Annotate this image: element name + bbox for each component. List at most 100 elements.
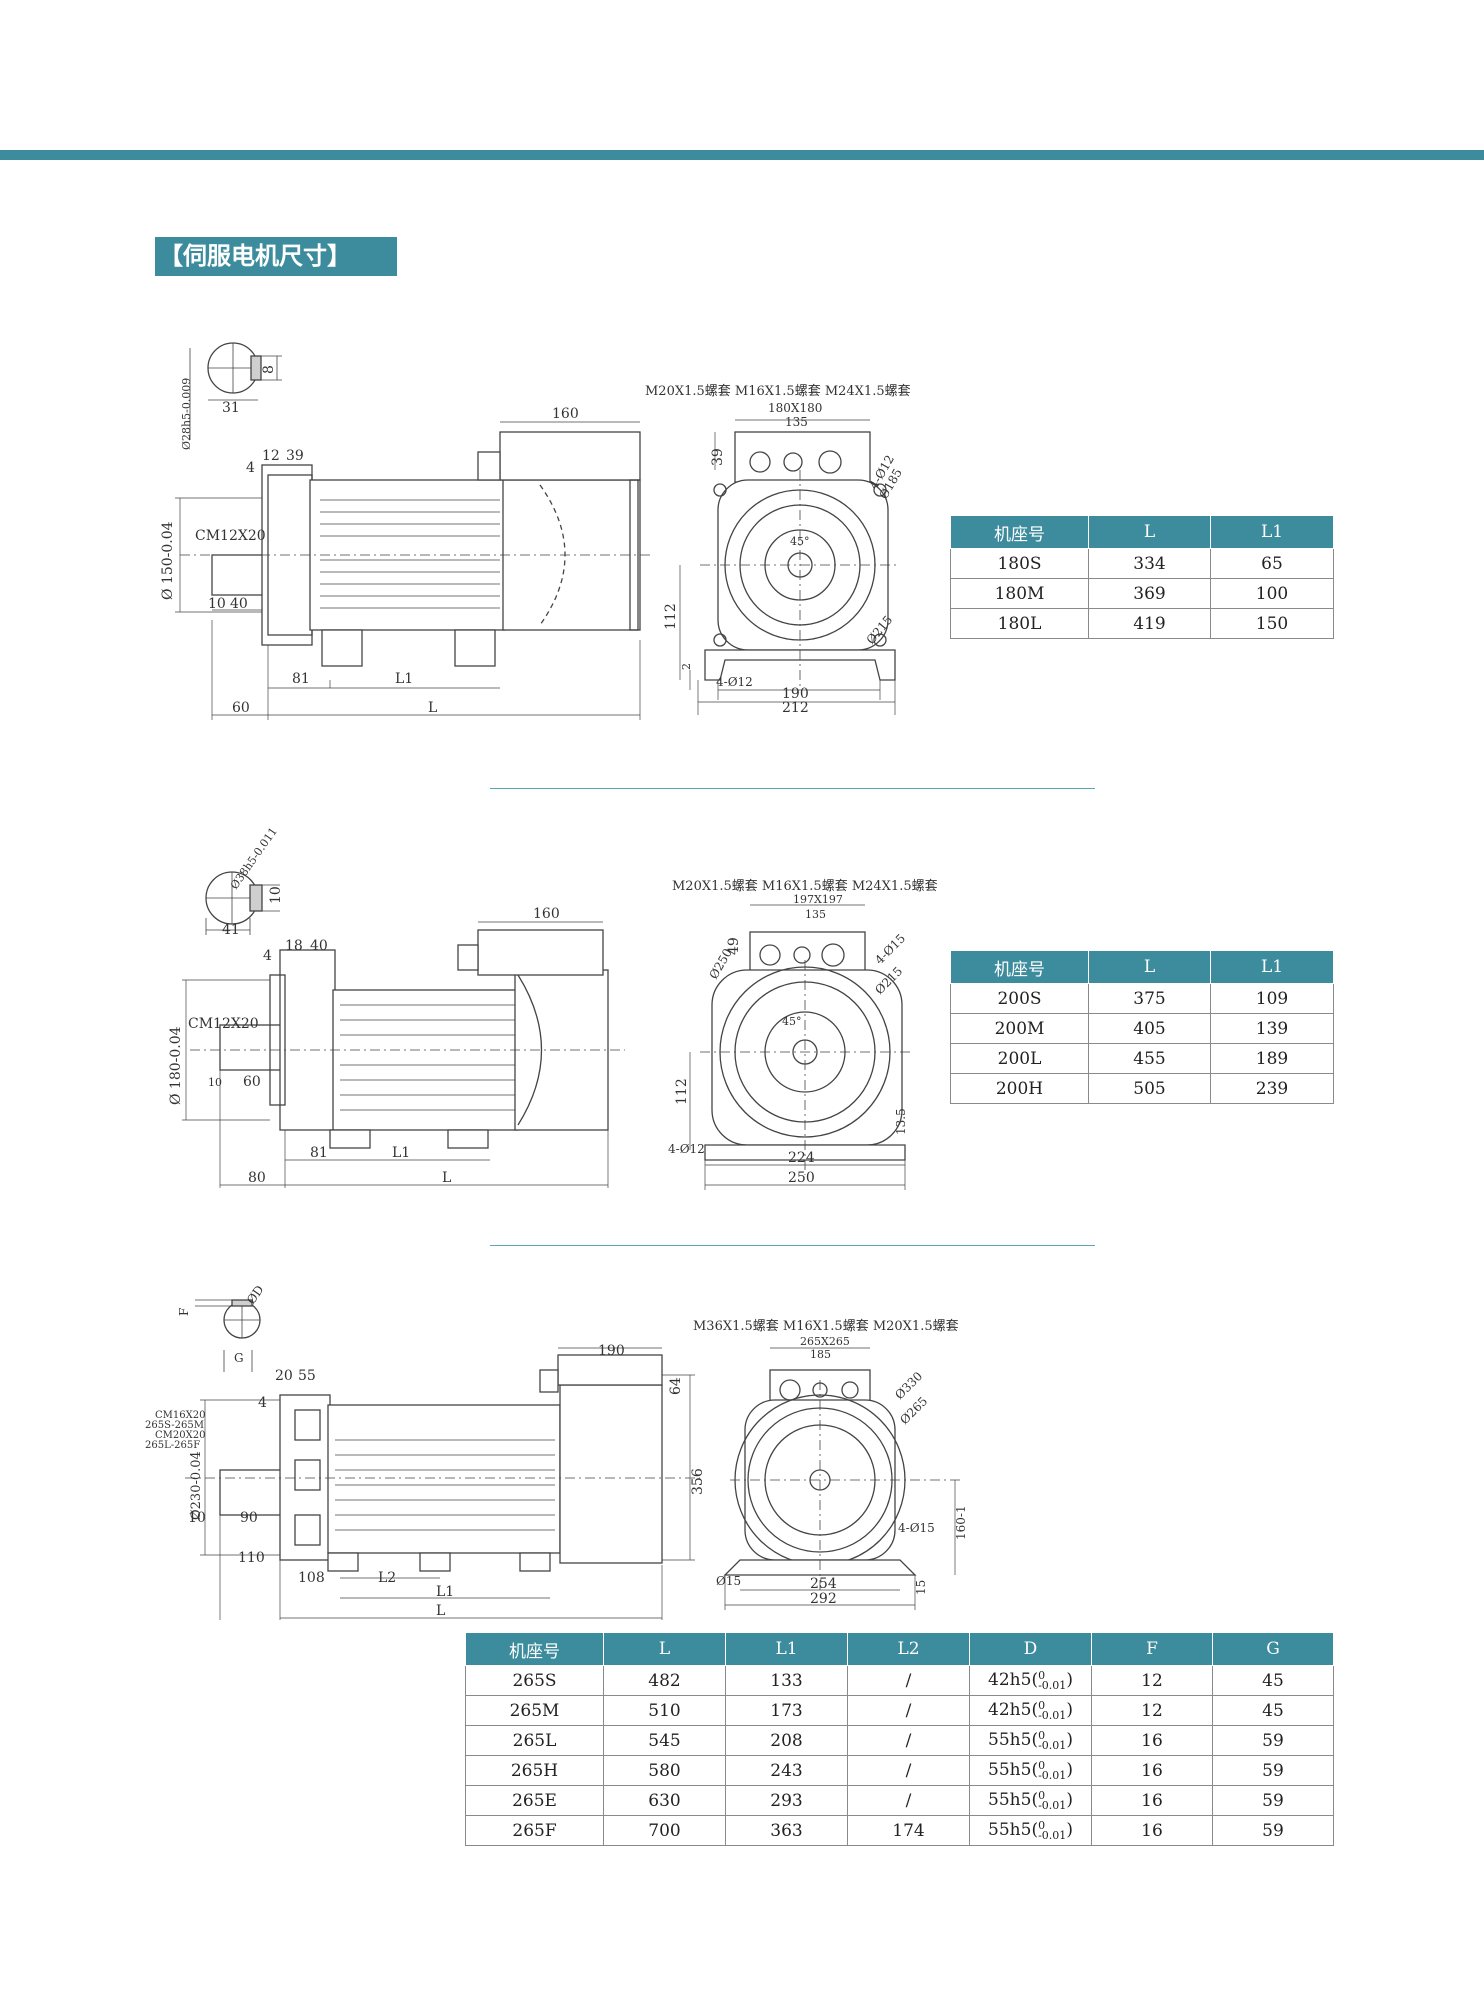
dim-40-180: 40 [230, 596, 248, 612]
dim-81-180: 81 [292, 671, 310, 687]
cell: 505 [1088, 1073, 1211, 1104]
dim-L1-180: L1 [395, 671, 413, 687]
cell: 243 [725, 1755, 848, 1786]
cell: 174 [847, 1815, 970, 1846]
cell: 700 [603, 1815, 726, 1846]
dim-254-265: 254 [810, 1576, 837, 1592]
dim-key-len-200: 41 [222, 922, 240, 938]
cell: 45 [1212, 1665, 1334, 1696]
cell: 100 [1210, 578, 1334, 609]
dim-80-200: 80 [248, 1170, 266, 1186]
label-cm2-265: CM20X20 [155, 1430, 205, 1441]
shaft-tolerance-base: 55h5 [988, 1820, 1032, 1841]
cell: / [847, 1725, 970, 1756]
tolerance-lower: -0.01 [1038, 1708, 1067, 1722]
dim-angle-200: 45° [782, 1015, 802, 1028]
dim-112-200: 112 [674, 1078, 690, 1105]
dim-feet-180: 4-Ø12 [716, 675, 753, 689]
cell: / [847, 1785, 970, 1816]
dim-49-200: 49 [726, 937, 742, 955]
cell: 265F [465, 1815, 604, 1846]
cell: / [847, 1755, 970, 1786]
cell: 334 [1088, 548, 1211, 579]
dim-60-200: 60 [243, 1074, 261, 1090]
tolerance-fraction: 0-0.01 [1038, 1700, 1067, 1722]
cell: 200H [950, 1073, 1089, 1104]
cell: 265M [465, 1695, 604, 1726]
cell: 55h5(0-0.01) [969, 1755, 1092, 1786]
cell: 59 [1212, 1785, 1334, 1816]
cell: 180M [950, 578, 1089, 609]
cell: 200L [950, 1043, 1089, 1074]
dim-18-200: 18 [285, 938, 303, 954]
shaft-tolerance-base: 42h5 [988, 1670, 1032, 1691]
dim-4-180: 4 [246, 460, 255, 476]
tolerance-upper: 0 [1038, 1668, 1046, 1682]
label-glands-265: M36X1.5螺套 M16X1.5螺套 M20X1.5螺套 [693, 1318, 959, 1334]
cell: 265E [465, 1785, 604, 1816]
label-cm1n-265: 265S-265M [145, 1420, 204, 1431]
dim-L1-265: L1 [436, 1584, 454, 1600]
cell: 510 [603, 1695, 726, 1726]
tolerance-upper: 0 [1038, 1758, 1046, 1772]
table-header: G [1212, 1632, 1334, 1666]
cell: 65 [1210, 548, 1334, 579]
tolerance-lower: -0.01 [1038, 1828, 1067, 1842]
table-header: F [1091, 1632, 1213, 1666]
dim-60-180: 60 [232, 700, 250, 716]
tolerance-lower: -0.01 [1038, 1768, 1067, 1782]
label-glands-180: M20X1.5螺套 M16X1.5螺套 M24X1.5螺套 [645, 383, 911, 399]
dim-39-180: 39 [286, 448, 304, 464]
cell: 59 [1212, 1725, 1334, 1756]
dim-flange-dia-180: Ø 150-0.04 [160, 521, 176, 600]
cell: 265S [465, 1665, 604, 1696]
cell: 173 [725, 1695, 848, 1726]
cell: 180S [950, 548, 1089, 579]
table-header: D [969, 1632, 1092, 1666]
shaft-tolerance-base: 55h5 [988, 1760, 1032, 1781]
shaft-section-200 [205, 871, 280, 935]
cell: / [847, 1665, 970, 1696]
cell: 208 [725, 1725, 848, 1756]
cell: 42h5(0-0.01) [969, 1695, 1092, 1726]
cell: 150 [1210, 608, 1334, 639]
dim-185-265: 185 [810, 1348, 831, 1361]
motor-side-view-200 [182, 921, 625, 1188]
dim-15-265: 15 [914, 1580, 928, 1595]
dim-356-265: 356 [690, 1468, 706, 1495]
cell: 580 [603, 1755, 726, 1786]
tolerance-fraction: 0-0.01 [1038, 1758, 1067, 1782]
dim-250b-200: 250 [788, 1170, 815, 1186]
dim-20-265: 20 [275, 1368, 293, 1384]
cell: 239 [1210, 1073, 1334, 1104]
dim-flange-dia-200: Ø 180-0.04 [168, 1026, 184, 1105]
tolerance-lower: -0.01 [1038, 1678, 1067, 1692]
dim-39b-180: 39 [710, 448, 726, 466]
dim-10-265: 10 [188, 1510, 206, 1526]
tolerance-lower: -0.01 [1038, 1738, 1067, 1752]
section-divider-1 [490, 788, 1095, 789]
dim-110-265: 110 [238, 1550, 265, 1566]
dim-12-180: 12 [262, 448, 280, 464]
motor-front-view-180 [679, 419, 900, 715]
tolerance-upper: 0 [1038, 1818, 1046, 1832]
cell: 455 [1088, 1043, 1211, 1074]
cell: 16 [1091, 1815, 1213, 1846]
cell: 482 [603, 1665, 726, 1696]
cell: 369 [1088, 578, 1211, 609]
cell: 59 [1212, 1755, 1334, 1786]
dim-55-265: 55 [298, 1368, 316, 1384]
dim-4-200: 4 [263, 948, 272, 964]
shaft-tolerance-base: 42h5 [988, 1700, 1032, 1721]
dim-box-200: 197X197 [793, 893, 843, 906]
cell: 12 [1091, 1695, 1213, 1726]
cell: 133 [725, 1665, 848, 1696]
dim-108-265: 108 [298, 1570, 325, 1586]
cell: / [847, 1695, 970, 1726]
